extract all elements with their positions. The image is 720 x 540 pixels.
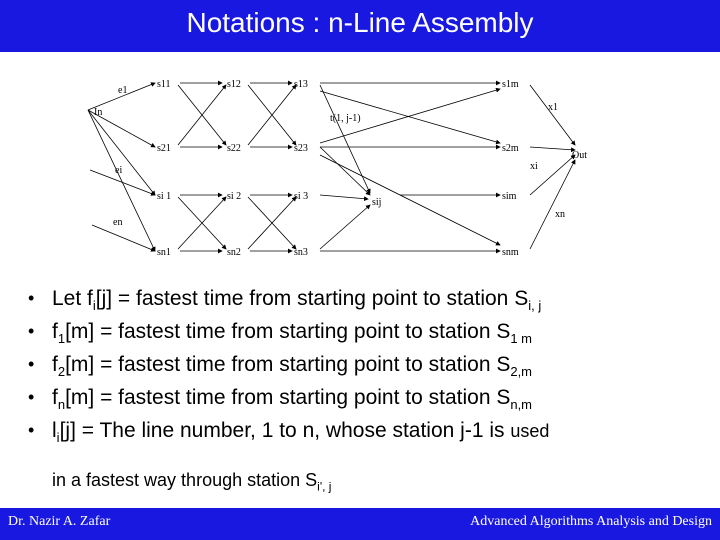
notation-list: • Let fi[j] = fastest time from starting… bbox=[28, 282, 718, 447]
station-s23: s23 bbox=[294, 143, 308, 154]
label-en: en bbox=[113, 217, 122, 228]
label-xi: xi bbox=[530, 161, 538, 172]
station-sn3: sn3 bbox=[294, 247, 308, 258]
list-item: • f1[m] = fastest time from starting poi… bbox=[28, 315, 718, 348]
station-si1: si 1 bbox=[157, 191, 171, 202]
label-in: In bbox=[94, 107, 102, 118]
station-s1m: s1m bbox=[502, 79, 519, 90]
list-item: • f2[m] = fastest time from starting poi… bbox=[28, 348, 718, 381]
station-s13: s13 bbox=[294, 79, 308, 90]
list-item: • li[j] = The line number, 1 to n, whose… bbox=[28, 414, 718, 447]
assembly-line-diagram: s11 s12 s13 s1m s21 s22 s23 s2m si 1 si … bbox=[87, 79, 587, 258]
label-ei: ei bbox=[115, 165, 122, 176]
station-sn1: sn1 bbox=[157, 247, 171, 258]
station-si2: si 2 bbox=[227, 191, 241, 202]
station-snm: snm bbox=[502, 247, 519, 258]
label-out: Out bbox=[572, 150, 587, 161]
footer-author: Dr. Nazir A. Zafar bbox=[8, 514, 111, 529]
label-e1: e1 bbox=[118, 85, 127, 96]
bullet-dot: • bbox=[28, 321, 35, 341]
list-item: • fn[m] = fastest time from starting poi… bbox=[28, 381, 718, 414]
footer-course: Advanced Algorithms Analysis and Design bbox=[470, 514, 712, 529]
station-s2m: s2m bbox=[502, 143, 519, 154]
footer-bar: Dr. Nazir A. Zafar Advanced Algorithms A… bbox=[0, 508, 720, 540]
list-continuation: in a fastest way through station Si', j bbox=[52, 470, 332, 494]
label-x1: x1 bbox=[548, 102, 558, 113]
station-s11: s11 bbox=[157, 79, 171, 90]
station-si3: si 3 bbox=[294, 191, 308, 202]
bullet-dot: • bbox=[28, 288, 35, 308]
bullet-dot: • bbox=[28, 354, 35, 374]
list-item: • Let fi[j] = fastest time from starting… bbox=[28, 282, 718, 315]
station-s12: s12 bbox=[227, 79, 241, 90]
label-transfer-time: t(1, j-1) bbox=[330, 113, 361, 124]
station-s22: s22 bbox=[227, 143, 241, 154]
station-labels: s11 s12 s13 s1m s21 s22 s23 s2m si 1 si … bbox=[157, 79, 519, 258]
station-sim: sim bbox=[502, 191, 517, 202]
slide-title: Notations : n-Line Assembly bbox=[0, 0, 720, 52]
bullet-dot: • bbox=[28, 420, 35, 440]
station-s21: s21 bbox=[157, 143, 171, 154]
label-xn: xn bbox=[555, 209, 565, 220]
bullet-dot: • bbox=[28, 387, 35, 407]
station-sn2: sn2 bbox=[227, 247, 241, 258]
station-sij: sij bbox=[372, 197, 381, 208]
